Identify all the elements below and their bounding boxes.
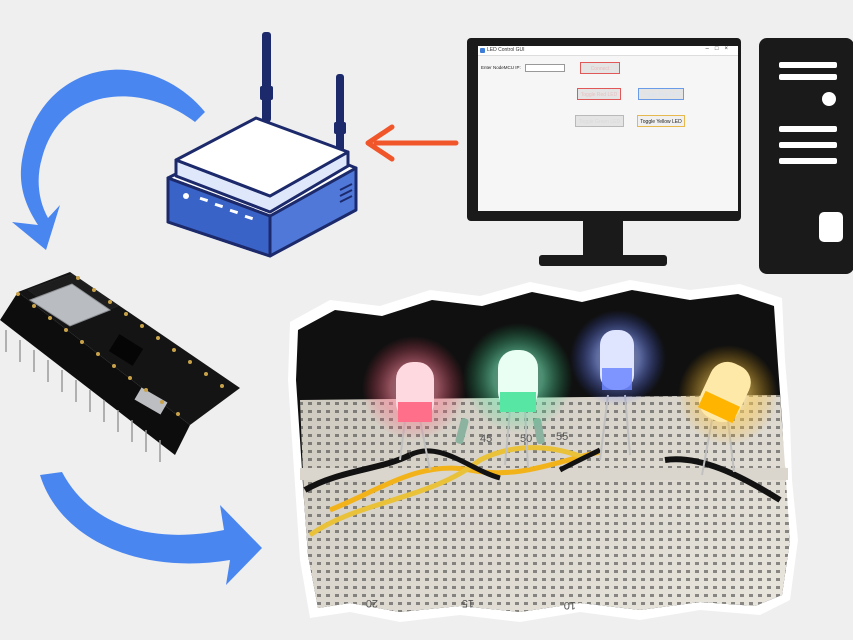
- toggle-yellow-button[interactable]: Toggle Yellow LED: [637, 115, 685, 127]
- breadboard-label-50: 50: [520, 433, 532, 445]
- pc-tower-icon: [759, 38, 853, 274]
- led-control-window: LED Control GUI –□× Enter NodeMCU IP: Co…: [478, 46, 738, 211]
- window-titlebar: LED Control GUI –□×: [478, 46, 738, 56]
- ip-input[interactable]: [525, 64, 565, 72]
- connect-button[interactable]: Connect: [580, 62, 620, 74]
- breadboard-label-20: 20: [366, 597, 378, 609]
- window-title: LED Control GUI: [487, 47, 525, 53]
- ip-label: Enter NodeMCU IP:: [481, 65, 521, 70]
- breadboard-photo: [288, 280, 798, 622]
- app-icon: [480, 48, 485, 53]
- curved-arrow-bottom-left: [40, 472, 262, 585]
- breadboard-labels: 45 50 55 20 15 10: [366, 431, 576, 611]
- breadboard-label-10: 10: [564, 599, 576, 611]
- router-icon: [166, 32, 358, 258]
- window-controls[interactable]: –□×: [705, 46, 734, 52]
- orange-arrow: [365, 124, 459, 162]
- breadboard-label-15: 15: [462, 597, 474, 609]
- breadboard-label-45: 45: [480, 433, 492, 445]
- nodemcu-board-image: [0, 272, 240, 462]
- toggle-green-button[interactable]: Toggle Green LED: [575, 115, 624, 127]
- breadboard-label-55: 55: [556, 431, 568, 443]
- toggle-red-button[interactable]: Toggle Red LED: [577, 88, 621, 100]
- curved-arrow-top-left: [12, 69, 205, 251]
- toggle-blue-button[interactable]: Toggle Blue LED: [638, 88, 684, 100]
